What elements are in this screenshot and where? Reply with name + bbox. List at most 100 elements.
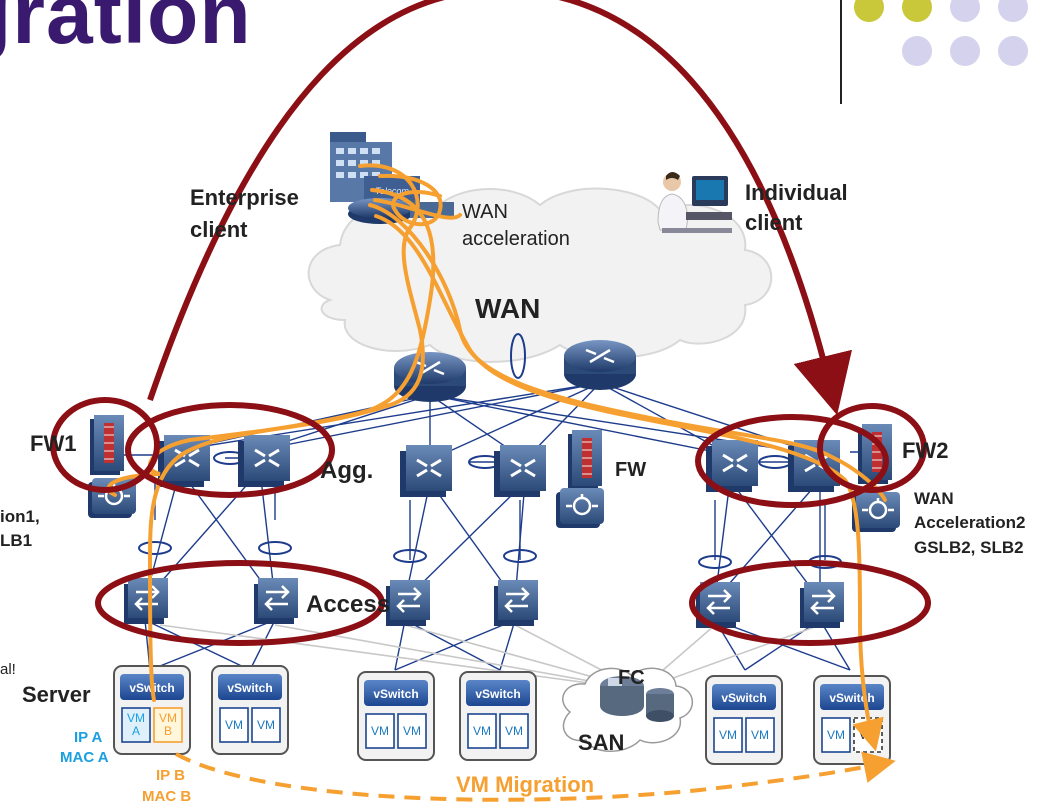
wan-acceleration-label-2: acceleration (462, 228, 570, 250)
network-link (499, 619, 516, 671)
server-label: Server (22, 682, 91, 707)
vswitch-label: vSwitch (227, 681, 272, 695)
enterprise-client-label-1: Enterprise (190, 185, 299, 210)
san-link (159, 624, 641, 691)
right-side-label-1: WAN (914, 489, 954, 508)
wan-label: WAN (475, 293, 540, 324)
agg-left-highlight (125, 402, 335, 498)
network-link (429, 394, 821, 456)
person-computer-icon (657, 172, 732, 233)
decor-dot (902, 36, 932, 66)
fw1-highlight (50, 397, 160, 493)
vswitch-box (466, 680, 530, 706)
building-icon: Telecom (330, 132, 420, 202)
vm-box (397, 713, 427, 749)
vm-label: VM (403, 724, 421, 738)
vm-box (365, 713, 395, 749)
link-bundle-icon (510, 333, 526, 379)
access-right-switch-2-icon (800, 582, 844, 628)
agg-mid-switch-2-icon (494, 445, 546, 497)
vm-box (121, 707, 151, 743)
vm-label: VM (505, 724, 523, 738)
fw-firewall-icon (568, 430, 602, 490)
telecom-text: Telecom (375, 186, 409, 196)
vm-box (467, 713, 497, 749)
individual-client-label-1: Individual (745, 180, 848, 205)
vm-box (821, 717, 851, 753)
right-side-label-2: Acceleration2 (914, 513, 1026, 532)
vm-migration-arrow (175, 751, 896, 802)
vm-label: VM (371, 724, 389, 738)
fc-label: FC (618, 667, 645, 689)
vm-box (251, 707, 281, 743)
network-link (394, 619, 516, 671)
san-label: SAN (578, 730, 624, 755)
access-label: Access (306, 591, 390, 618)
vswitch-label: vSwitch (373, 687, 418, 701)
network-link (714, 479, 821, 601)
network-link (394, 619, 406, 671)
wan-router-right-icon (564, 340, 636, 390)
access-mid-switch-2-icon (494, 580, 538, 626)
vm-migration-label: VM Migration (456, 772, 594, 797)
left-side-label-2: LB1 (0, 531, 32, 550)
fw2-label: FW2 (902, 438, 948, 463)
decor-dot (854, 0, 884, 22)
left-side-label-1: ion1, (0, 507, 40, 526)
network-link (744, 619, 821, 671)
load-balancer-mid-icon (556, 488, 604, 528)
fw-label: FW (615, 459, 646, 481)
vm-box (153, 707, 183, 743)
vswitch-label: vSwitch (475, 687, 520, 701)
access-left-highlight (95, 560, 385, 646)
vm-label: VM (751, 728, 769, 742)
vm-label: B (164, 724, 172, 738)
vswitch-label: vSwitch (721, 691, 766, 705)
decor-dot (998, 36, 1028, 66)
mac-b-label: MAC B (142, 788, 191, 805)
enterprise-client-label-2: client (190, 217, 248, 242)
vm-label: VM (257, 718, 275, 732)
decor-dot (950, 0, 980, 22)
highlight-ellipses (50, 397, 931, 646)
network-link (429, 382, 601, 461)
agg-mid-switch-1-icon (400, 445, 452, 497)
vm-box (499, 713, 529, 749)
link-bundle-icon (138, 541, 172, 555)
ip-a-label: IP A (74, 729, 103, 746)
vswitch-box (712, 684, 776, 710)
decor-dot (998, 0, 1028, 22)
link-bundle-icon (698, 555, 732, 569)
fw1-firewall-icon (90, 415, 124, 475)
edge-note: al! (0, 661, 16, 678)
decor-dot (902, 0, 932, 22)
ip-b-label: IP B (156, 767, 185, 784)
storage-icon (600, 676, 674, 722)
wan-router-left-icon (394, 352, 466, 402)
load-balancer-right-icon (852, 492, 900, 532)
vm-label: VM (859, 728, 877, 742)
access-right-highlight (689, 560, 931, 646)
vm-label: VM (473, 724, 491, 738)
mac-a-label: MAC A (60, 749, 109, 766)
san-link (274, 624, 641, 691)
access-mid-switch-1-icon (386, 580, 430, 626)
vm-label: A (132, 724, 140, 738)
agg-left-switch-2-icon (238, 435, 290, 487)
access-left-switch-2-icon (254, 578, 298, 624)
wan-acceleration-label-1: WAN (462, 201, 508, 223)
vm-box (713, 717, 743, 753)
access-right-switch-1-icon (696, 582, 740, 628)
agg-right-highlight (695, 414, 889, 508)
migration-arc (147, 0, 852, 416)
individual-client-label-2: client (745, 210, 803, 235)
vm-label: VM (127, 711, 145, 725)
fw1-label: FW1 (30, 431, 76, 456)
